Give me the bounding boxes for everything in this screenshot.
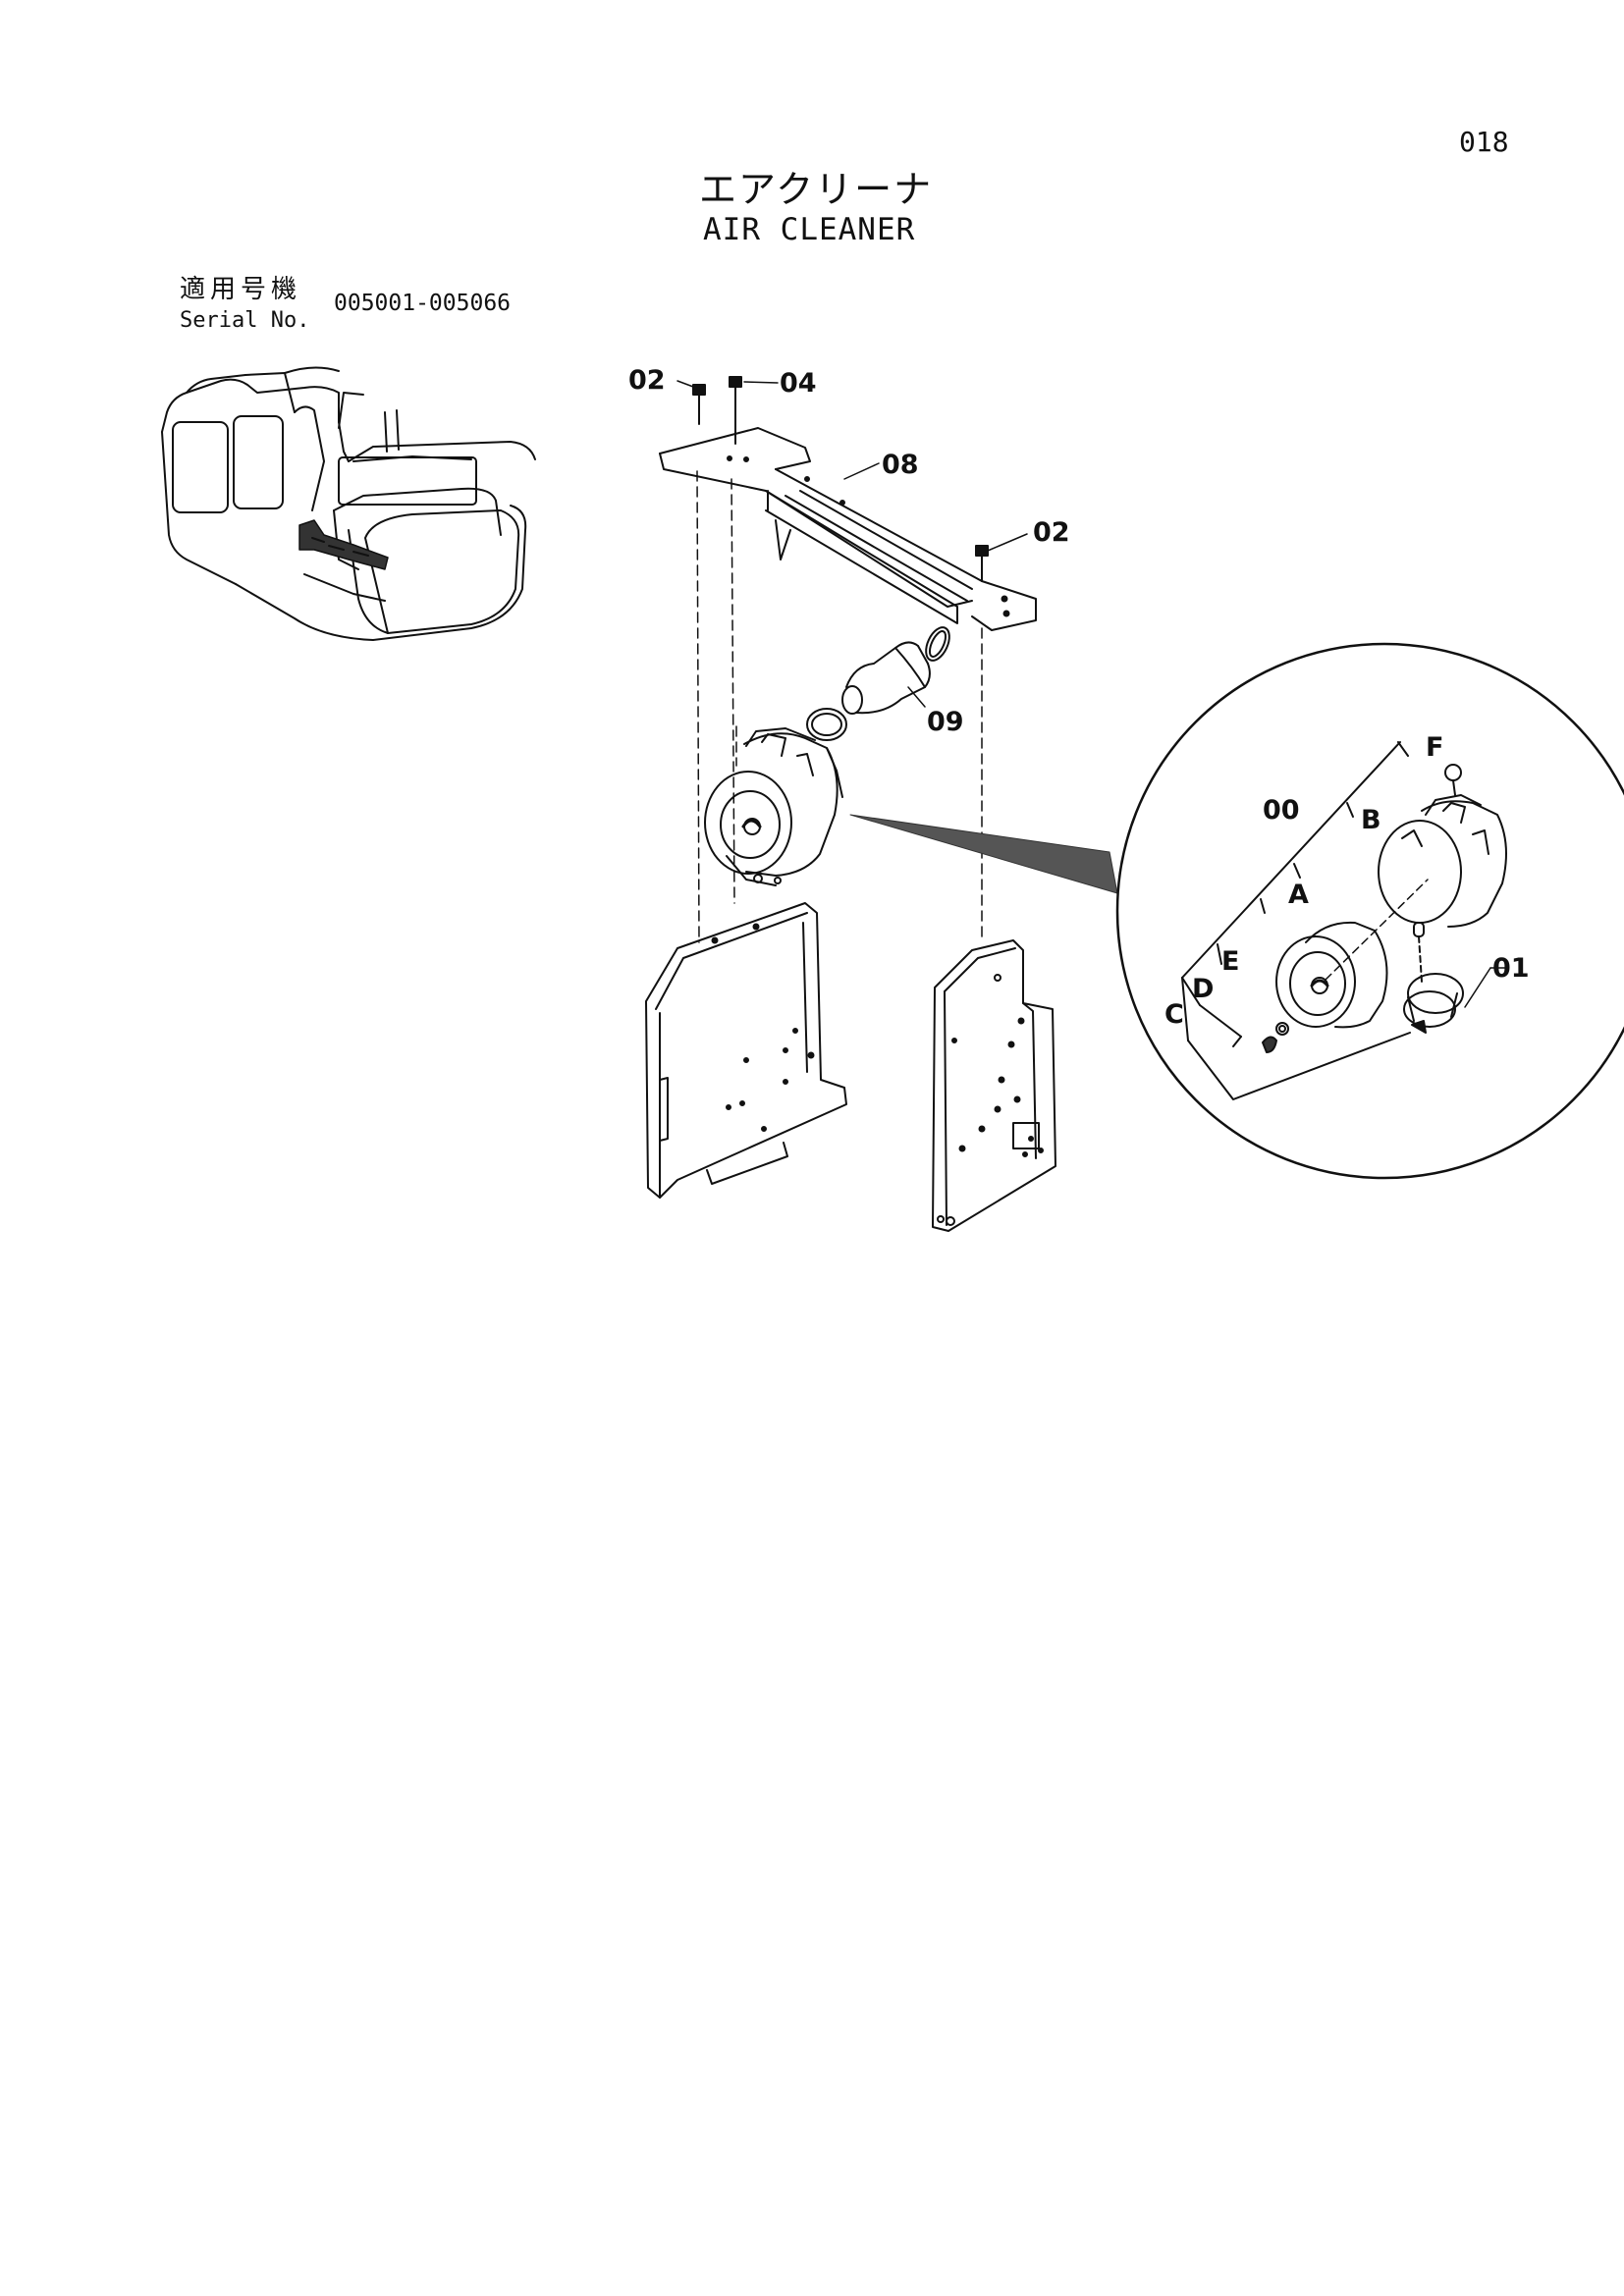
callout-part-d: D bbox=[1192, 974, 1214, 1004]
bolts bbox=[692, 376, 989, 582]
callout-assembly: 00 bbox=[1263, 795, 1300, 826]
page-title-english: AIR CLEANER bbox=[703, 212, 916, 247]
clamp-ring bbox=[806, 708, 847, 741]
callout-bolt-left: 02 bbox=[628, 365, 666, 396]
callout-bolt-long: 04 bbox=[780, 368, 817, 399]
assembly-guide-lines bbox=[696, 470, 983, 943]
page-number: 018 bbox=[1459, 126, 1509, 158]
callout-part-c: C bbox=[1164, 999, 1184, 1030]
callout-bolt-right: 02 bbox=[1033, 517, 1070, 548]
left-side-panel bbox=[645, 902, 847, 1199]
serial-label-english: Serial No. bbox=[180, 308, 310, 333]
callout-labels: 02 04 08 02 09 00 A B C D E F 01 bbox=[628, 365, 1530, 1030]
callout-hose: 09 bbox=[927, 707, 964, 737]
callout-indicator: F bbox=[1426, 732, 1443, 763]
detail-view bbox=[1115, 642, 1624, 1180]
callout-bracket: 08 bbox=[882, 450, 919, 480]
excavator-location-illustration bbox=[161, 366, 536, 641]
serial-label-japanese: 適用号機 bbox=[180, 275, 302, 304]
callout-valve: 01 bbox=[1492, 953, 1530, 984]
serial-number-range: 005001-005066 bbox=[334, 291, 512, 316]
air-cleaner-housing bbox=[704, 727, 843, 886]
callout-part-e: E bbox=[1221, 946, 1239, 977]
bracket-08 bbox=[659, 427, 1037, 631]
callout-housing: B bbox=[1361, 805, 1381, 835]
right-side-panel bbox=[932, 939, 1056, 1232]
detail-pointer bbox=[849, 814, 1118, 894]
hose-09 bbox=[841, 626, 950, 715]
page-title-japanese: エアクリーナ bbox=[699, 168, 934, 211]
callout-leaders bbox=[677, 380, 1509, 1008]
callout-element: A bbox=[1288, 880, 1309, 910]
